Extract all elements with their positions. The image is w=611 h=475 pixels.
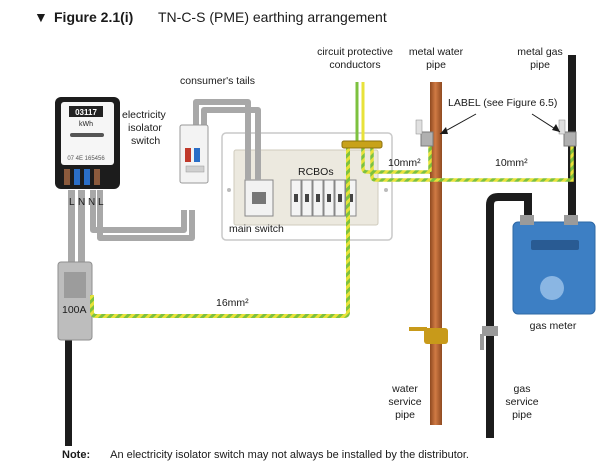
bonding-conductor-water <box>361 148 430 174</box>
meter-display <box>69 106 103 117</box>
arrowhead-icon <box>552 124 560 132</box>
figure-number: Figure 2.1(i) <box>54 9 133 25</box>
water-pipe-label-1: metal water <box>409 46 464 58</box>
terminal-l1: L <box>69 197 75 208</box>
label-tag-gas <box>558 119 566 135</box>
stop-tap-handle <box>409 327 427 331</box>
gas-meter-label: gas meter <box>530 320 577 332</box>
meter-terminal <box>94 169 100 185</box>
gas-service-label-3: pipe <box>512 409 532 421</box>
label-tag-water <box>415 119 423 135</box>
isolator-neutral-terminal <box>194 148 200 162</box>
gas-meter <box>512 221 596 315</box>
figure-title: ▼ Figure 2.1(i) TN-C-S (PME) earthing ar… <box>34 9 387 25</box>
isolator-line-terminal <box>185 148 191 162</box>
arrowhead-icon <box>440 127 448 134</box>
terminal-n2: N <box>88 197 95 208</box>
cpc-label-2: conductors <box>329 59 380 71</box>
footnote: Note: An electricity isolator switch may … <box>62 449 469 461</box>
service-cable <box>65 336 72 446</box>
rcbos-label: RCBOs <box>298 166 334 178</box>
water-pipe-label-2: pipe <box>426 59 446 71</box>
gas-meter-inlet <box>520 215 534 225</box>
note-label: Note: <box>62 449 91 461</box>
isolator-label-3: switch <box>131 135 160 147</box>
cpc-label-1: circuit protective <box>317 46 393 58</box>
gas-pipe-label-2: pipe <box>530 59 550 71</box>
bonding-size-water: 10mm² <box>388 157 421 169</box>
consumers-tails <box>90 99 261 241</box>
isolator-label-2: isolator <box>128 122 162 134</box>
isolator-toggle <box>185 165 205 173</box>
earth-clamp-water <box>420 131 434 147</box>
cutout-fuse-carrier <box>64 272 86 298</box>
supply-cable <box>68 190 75 265</box>
main-switch-label: main switch <box>229 223 284 235</box>
main-earthing-conductor <box>90 148 350 318</box>
meter-terminal <box>74 169 80 185</box>
bonding-size-gas: 10mm² <box>495 157 528 169</box>
gas-service-pipe <box>486 193 532 438</box>
screw-icon <box>384 188 388 192</box>
water-service-label-1: water <box>391 383 418 395</box>
cutout-rating: 100A <box>62 304 87 316</box>
figure-caption: TN-C-S (PME) earthing arrangement <box>158 9 387 25</box>
earthing-conductor-size: 16mm² <box>216 297 249 309</box>
note-text: An electricity isolator switch may not a… <box>110 449 469 461</box>
meter-unit: kWh <box>79 121 93 128</box>
main-switch-lever <box>252 192 266 204</box>
meter-disc <box>70 133 104 137</box>
bonding-conductor-gas <box>370 145 574 182</box>
earth-clamp-gas <box>563 131 577 147</box>
supply-cable <box>78 190 85 265</box>
gas-meter-outlet <box>564 215 578 225</box>
meter-terminal <box>84 169 90 185</box>
gas-pipe-label-1: metal gas <box>517 46 563 58</box>
gas-meter-dial <box>540 276 564 300</box>
terminal-n1: N <box>78 197 85 208</box>
stop-tap <box>424 328 448 344</box>
water-service-label-3: pipe <box>395 409 415 421</box>
title-marker: ▼ <box>34 9 48 25</box>
gas-valve-handle <box>480 334 484 350</box>
gas-service-label-2: service <box>505 396 538 408</box>
consumers-tails-label: consumer's tails <box>180 75 255 87</box>
gas-emergency-valve <box>482 326 498 336</box>
gas-meter-display <box>531 240 579 250</box>
label-reference: LABEL (see Figure 6.5) <box>448 97 557 109</box>
main-earthing-terminal <box>341 140 383 149</box>
meter-terminal <box>64 169 70 185</box>
meter-serial: 07 4E 165456 <box>67 156 105 162</box>
rcbo-row <box>290 179 357 217</box>
gas-service-label-1: gas <box>514 383 531 395</box>
meter-reading: 03117 <box>75 108 97 117</box>
water-service-label-2: service <box>388 396 421 408</box>
isolator-label-1: electricity <box>122 109 167 121</box>
screw-icon <box>227 188 231 192</box>
terminal-l2: L <box>98 197 104 208</box>
